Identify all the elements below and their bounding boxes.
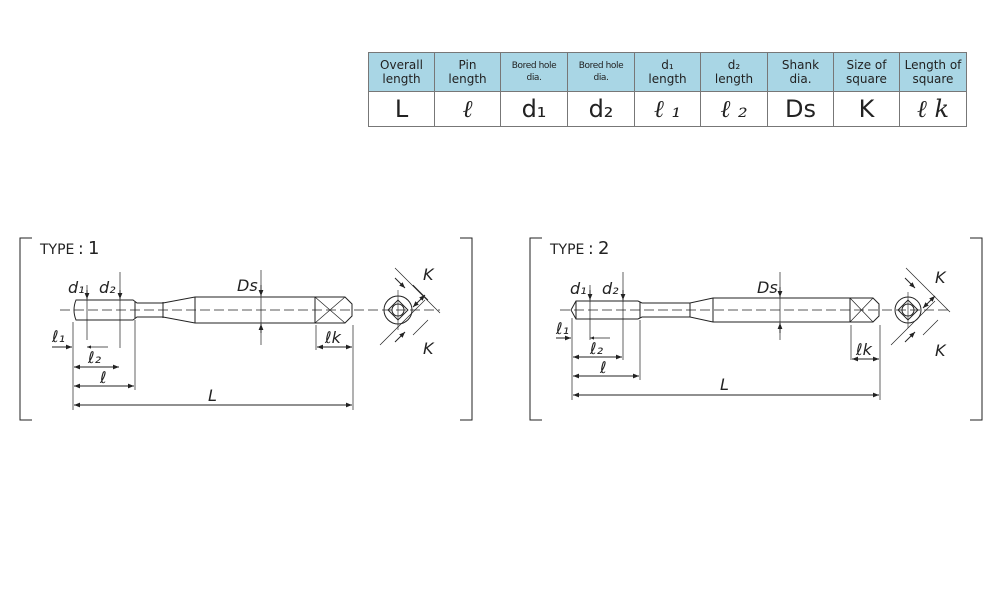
label-lk: ℓk — [855, 340, 873, 359]
label-K-top: K — [935, 268, 947, 287]
symbol-cell: K — [833, 91, 900, 127]
label-l: ℓ — [599, 358, 607, 377]
type-colon: : — [78, 239, 84, 259]
table-symbol-row: L ℓ d₁ d₂ ℓ ₁ ℓ ₂ Ds K ℓ k — [368, 91, 967, 127]
square-cross — [314, 296, 346, 324]
type-1-diagram: TYPE : 1 d₁ d₂ Ds ℓ₁ ℓ₂ ℓ — [19, 237, 473, 421]
symbol-cell: Ds — [767, 91, 834, 127]
section-lines — [575, 298, 851, 322]
type-2-diagram: TYPE : 2 d₁ d₂ Ds ℓ₁ ℓ₂ ℓ — [529, 237, 983, 421]
type-title: TYPE — [39, 242, 74, 258]
label-ds: Ds — [237, 276, 258, 295]
tap-outline — [570, 297, 880, 323]
label-d2: d₂ — [602, 279, 619, 298]
label-L: L — [720, 375, 729, 394]
label-lk: ℓk — [324, 328, 342, 347]
end-view-square — [897, 299, 919, 321]
type-number: 2 — [598, 238, 609, 259]
label-l: ℓ — [99, 368, 107, 387]
tap-outline — [73, 296, 353, 324]
square-cross — [849, 297, 874, 323]
label-l2: ℓ₂ — [87, 348, 102, 367]
label-d1: d₁ — [68, 278, 85, 297]
symbol-cell: L — [368, 91, 435, 127]
label-l1: ℓ₁ — [555, 319, 569, 338]
type-colon: : — [588, 239, 594, 259]
label-ds: Ds — [757, 278, 778, 297]
label-d2: d₂ — [99, 278, 116, 297]
frame-bracket — [529, 237, 983, 421]
label-d1: d₁ — [570, 279, 587, 298]
label-K-bottom: K — [935, 341, 947, 360]
label-L: L — [208, 386, 217, 405]
label-l2: ℓ₂ — [589, 339, 604, 358]
end-view-square — [387, 299, 409, 321]
label-l1: ℓ₁ — [51, 327, 65, 346]
symbol-cell: ℓ k — [899, 91, 967, 127]
symbol-cell: ℓ ₂ — [700, 91, 768, 127]
label-K-bottom: K — [423, 339, 435, 358]
symbol-cell: d₂ — [567, 91, 635, 127]
symbol-cell: d₁ — [500, 91, 568, 127]
section-lines — [134, 297, 316, 323]
type-title: TYPE — [549, 242, 584, 258]
type-number: 1 — [88, 238, 99, 259]
frame-bracket — [19, 237, 473, 421]
label-K-top: K — [423, 265, 435, 284]
